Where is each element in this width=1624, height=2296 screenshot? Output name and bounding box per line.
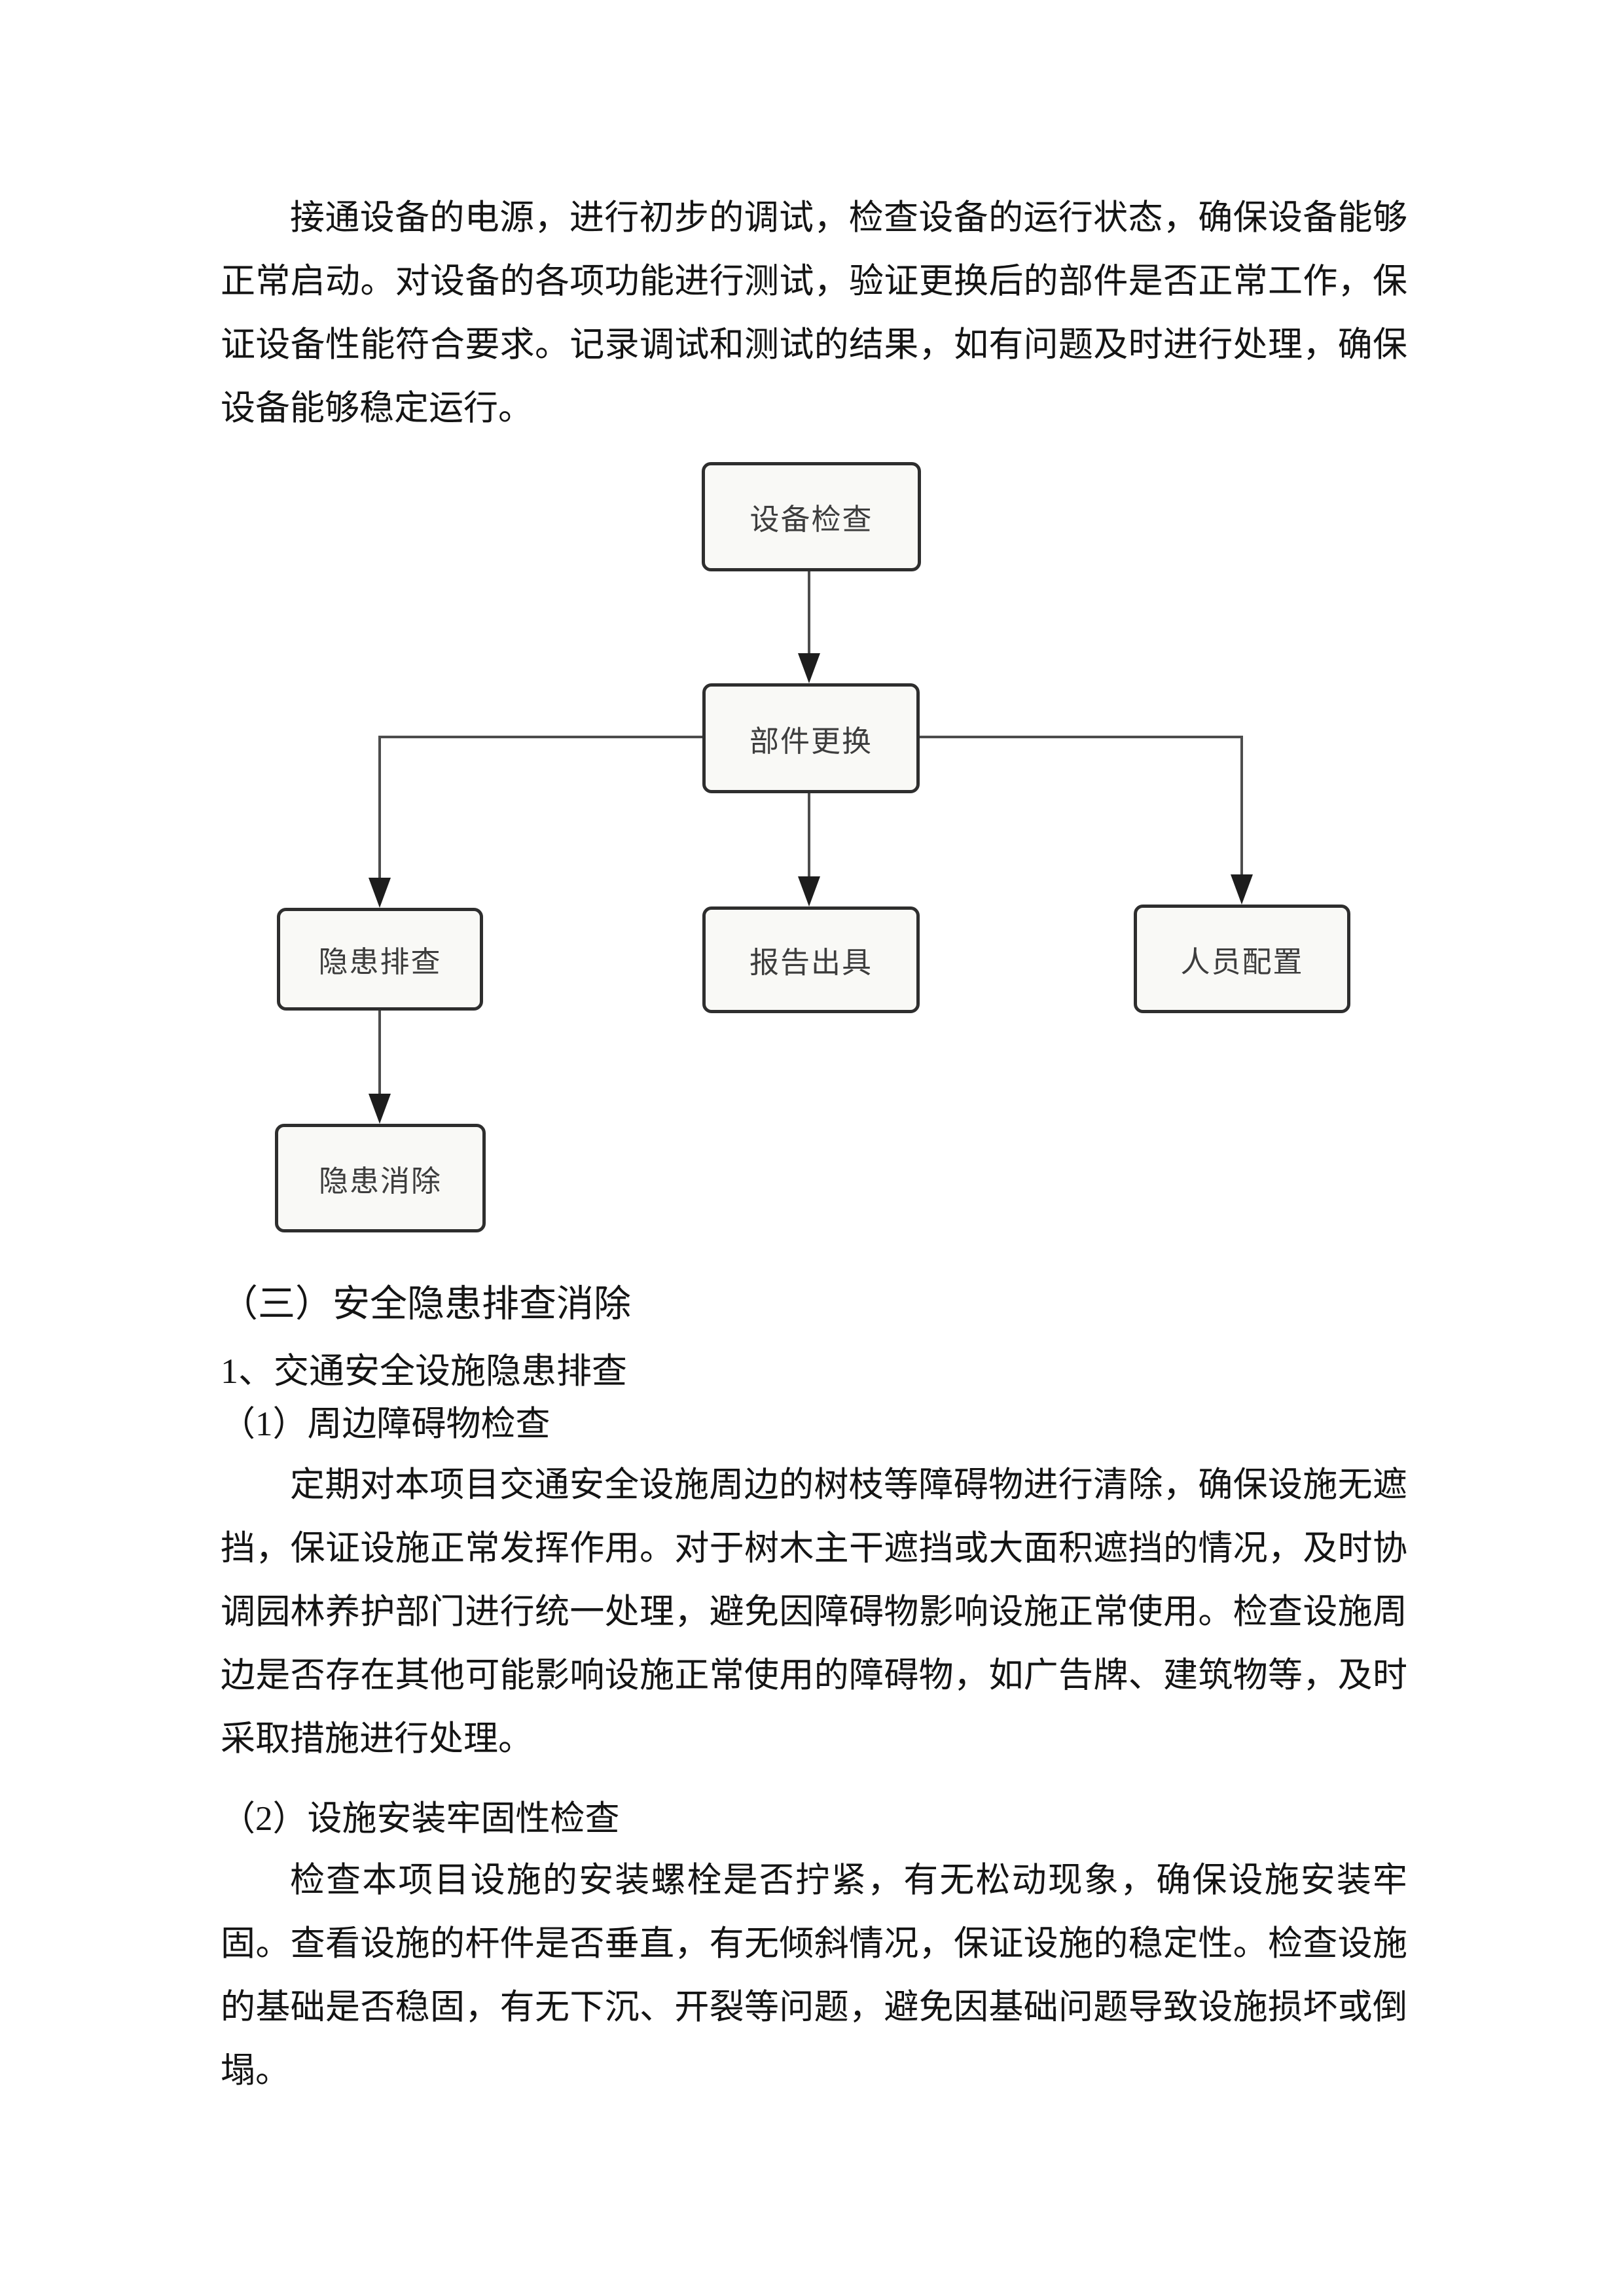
text-line: 采取措施进行处理。 bbox=[221, 1720, 533, 1758]
connector-line bbox=[378, 1011, 381, 1094]
text-line: 固。查看设施的杆件是否垂直，有无倾斜情况，保证设施的稳定性。检查设施 bbox=[221, 1925, 1407, 1963]
arrowhead-down-icon bbox=[798, 876, 820, 906]
text-line: 的基础是否稳固，有无下沉、开裂等问题，避免因基础问题导致设施损坏或倒 bbox=[221, 1988, 1407, 2026]
connector-line bbox=[1240, 736, 1243, 875]
section-paragraph-1: 定期对本项目交通安全设施周边的树枝等障碍物进行清除，确保设施无遮 挡，保证设施正… bbox=[221, 1454, 1407, 1771]
item-heading: （2）设施安装牢固性检查 bbox=[221, 1800, 620, 1838]
flow-node-hazard-inspect: 隐患排查 bbox=[277, 908, 483, 1011]
item2-heading-wrap: （2）设施安装牢固性检查 bbox=[221, 1787, 1407, 1851]
flow-node-report-issue: 报告出具 bbox=[702, 906, 920, 1013]
connector-line bbox=[808, 571, 810, 656]
text-line: 接通设备的电源，进行初步的调试，检查设备的运行状态，确保设备能够 bbox=[290, 199, 1407, 237]
section-paragraph-2: 检查本项目设施的安装螺栓是否拧紧，有无松动现象，确保设施安装牢 固。查看设施的杆… bbox=[221, 1849, 1407, 2103]
text-line: 证设备性能符合要求。记录调试和测试的结果，如有问题及时进行处理，确保 bbox=[221, 326, 1407, 364]
text-line: 检查本项目设施的安装螺栓是否拧紧，有无松动现象，确保设施安装牢 bbox=[290, 1861, 1407, 1899]
item1-heading-wrap: （1）周边障碍物检查 bbox=[221, 1393, 1407, 1456]
text-line: 挡，保证设施正常发挥作用。对于树木主干遮挡或大面积遮挡的情况，及时协 bbox=[221, 1530, 1407, 1568]
flow-node-part-replace: 部件更换 bbox=[702, 683, 920, 793]
text-line: 正常启动。对设备的各项功能进行测试，验证更换后的部件是否正常工作，保 bbox=[221, 262, 1407, 300]
intro-paragraph: 接通设备的电源，进行初步的调试，检查设备的运行状态，确保设备能够 正常启动。对设… bbox=[221, 187, 1407, 440]
text-line: 塌。 bbox=[221, 2052, 290, 2090]
text-line: 调园林养护部门进行统一处理，避免因障碍物影响设施正常使用。检查设施周 bbox=[221, 1593, 1407, 1631]
text-line: 定期对本项目交通安全设施周边的树枝等障碍物进行清除，确保设施无遮 bbox=[290, 1466, 1407, 1504]
arrowhead-down-icon bbox=[1231, 874, 1253, 905]
text-line: 设备能够稳定运行。 bbox=[221, 389, 533, 427]
connector-line bbox=[380, 736, 702, 738]
section-heading-wrap: （三）安全隐患排查消除 bbox=[221, 1268, 1407, 1340]
flow-node-hazard-remove: 隐患消除 bbox=[275, 1124, 486, 1232]
subsection-heading: 1、交通安全设施隐患排查 bbox=[221, 1352, 627, 1391]
connector-line bbox=[808, 793, 810, 877]
text-line: 边是否存在其他可能影响设施正常使用的障碍物，如广告牌、建筑物等，及时 bbox=[221, 1657, 1407, 1695]
arrowhead-down-icon bbox=[369, 1094, 391, 1124]
item-heading: （1）周边障碍物检查 bbox=[221, 1405, 550, 1443]
connector-line bbox=[920, 736, 1242, 738]
arrowhead-down-icon bbox=[798, 653, 820, 683]
subsection-heading-wrap: 1、交通安全设施隐患排查 bbox=[221, 1338, 1407, 1404]
section-heading: （三）安全隐患排查消除 bbox=[221, 1283, 631, 1325]
flow-node-device-check: 设备检查 bbox=[702, 462, 921, 571]
arrowhead-down-icon bbox=[369, 878, 391, 908]
connector-line bbox=[378, 736, 381, 878]
flow-node-staff-config: 人员配置 bbox=[1134, 905, 1350, 1013]
